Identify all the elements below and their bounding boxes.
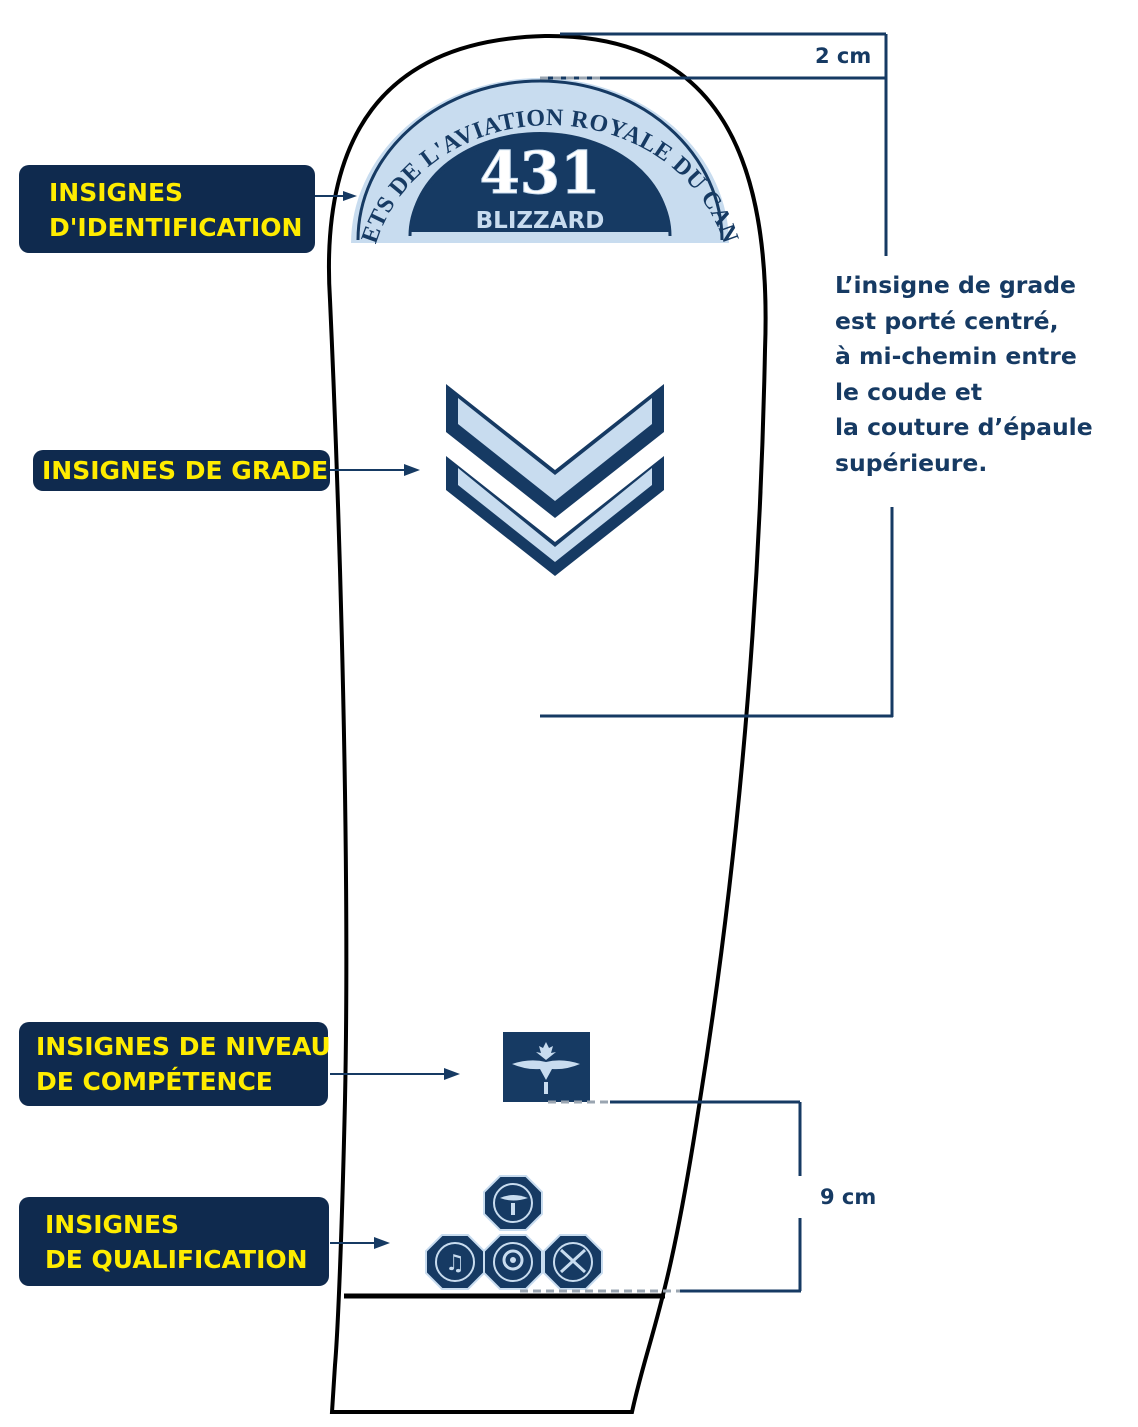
note-line: la couture d’épaule	[835, 413, 1093, 441]
label-niveau-line1: INSIGNES DE NIVEAU	[36, 1032, 331, 1061]
label-niveau-line2: DE COMPÉTENCE	[36, 1067, 273, 1096]
label-qualification-line2: DE QUALIFICATION	[45, 1245, 308, 1274]
qualification-badges: ♫	[425, 1175, 603, 1290]
crossed-rifles-icon	[543, 1234, 603, 1290]
label-identification: INSIGNES D'IDENTIFICATION	[19, 165, 315, 253]
dimension-top-label: 2 cm	[815, 44, 872, 68]
note-line: est porté centré,	[835, 306, 1059, 335]
label-grade-text: INSIGNES DE GRADE	[42, 456, 329, 485]
label-qualification-line1: INSIGNES	[45, 1210, 180, 1239]
bottom-dimension-lines	[520, 1100, 802, 1293]
sleeve-outline	[327, 33, 768, 1414]
dimension-bottom-label: 9 cm	[820, 1185, 877, 1209]
note-line: supérieure.	[835, 448, 988, 477]
top-dimension-lines	[540, 32, 894, 718]
badge-number: 431	[479, 139, 600, 207]
label-identification-line1: INSIGNES	[49, 178, 184, 207]
aircraft-engine-icon	[483, 1234, 543, 1290]
note-line: le coude et	[835, 377, 983, 406]
label-identification-line2: D'IDENTIFICATION	[49, 213, 303, 242]
svg-text:♫: ♫	[445, 1251, 465, 1276]
badge-name: BLIZZARD	[476, 208, 605, 234]
note-line: à mi-chemin entre	[835, 342, 1077, 370]
propeller-icon	[483, 1175, 543, 1231]
rank-chevrons	[446, 384, 664, 576]
note-line: L’insigne de grade	[835, 271, 1076, 299]
placement-note: L’insigne de grade est porté centré, à m…	[835, 268, 1093, 481]
music-note-icon: ♫	[425, 1234, 485, 1290]
label-qualification: INSIGNES DE QUALIFICATION	[19, 1197, 329, 1286]
proficiency-badge	[503, 1032, 590, 1102]
pointer-arrows	[315, 191, 460, 1249]
label-niveau: INSIGNES DE NIVEAU DE COMPÉTENCE	[19, 1022, 331, 1106]
label-grade: INSIGNES DE GRADE	[33, 450, 330, 491]
maple-leaf-wings-icon	[512, 1042, 580, 1094]
